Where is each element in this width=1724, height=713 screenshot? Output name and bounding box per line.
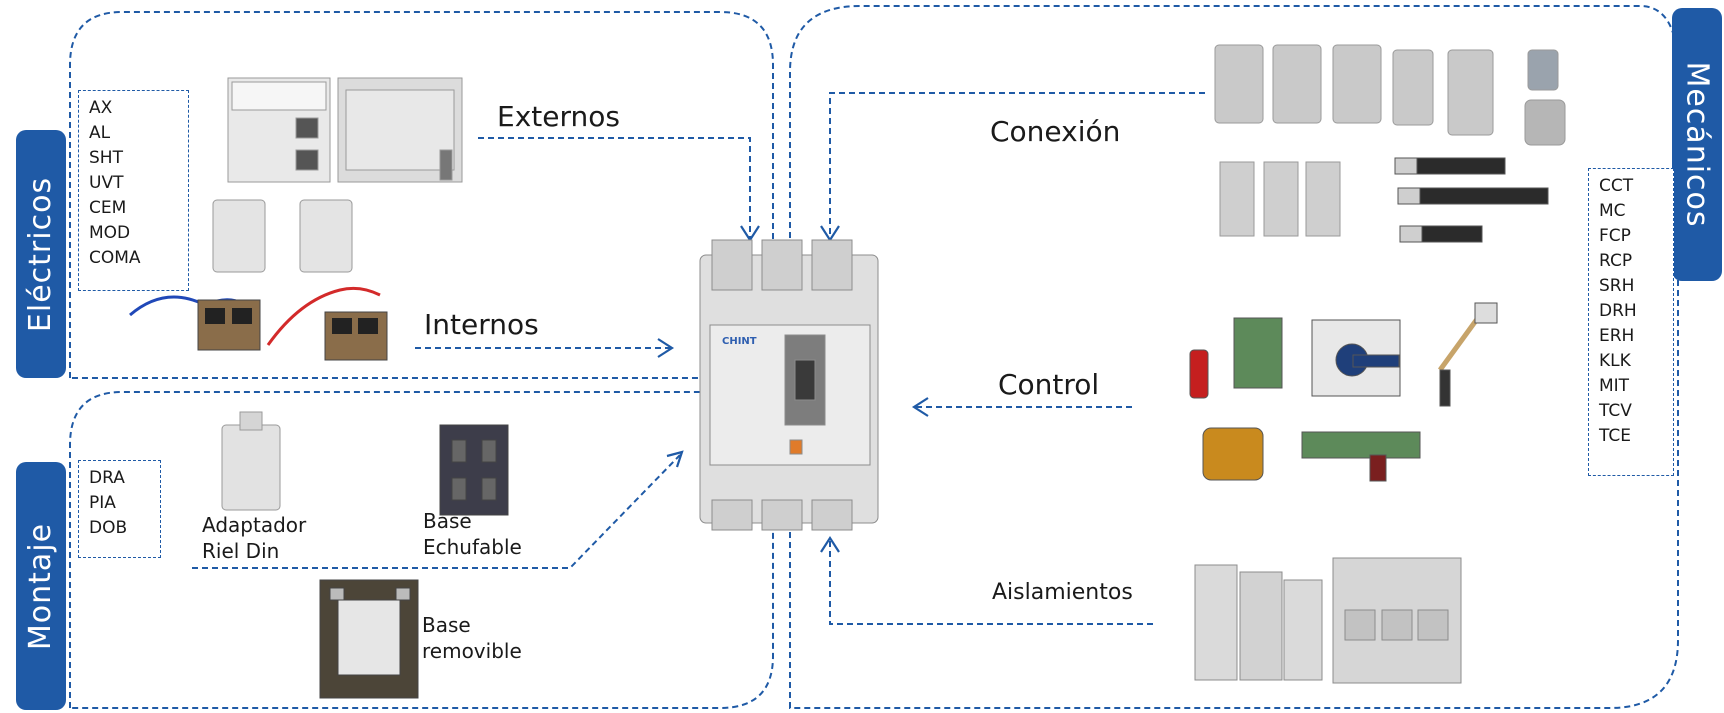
- code-item: COMA: [89, 248, 141, 268]
- code-item: AX: [89, 98, 113, 118]
- code-item: KLK: [1599, 351, 1631, 371]
- conexion-arrow: [829, 92, 1205, 238]
- montaje-code-list: DRA PIA DOB: [78, 460, 161, 558]
- montaje-title: Montaje: [23, 522, 59, 650]
- code-item: RCP: [1599, 251, 1633, 271]
- code-item: SRH: [1599, 276, 1635, 296]
- code-item: MOD: [89, 223, 131, 243]
- code-item: MC: [1599, 201, 1626, 221]
- internos-blue-wired-device: [129, 295, 261, 351]
- base-removible-line1: Base: [422, 613, 471, 637]
- aislamientos-label: Aislamientos: [992, 580, 1133, 605]
- internos-arrowhead: [657, 338, 675, 358]
- base-removible-line2: removible: [422, 639, 522, 663]
- main-breaker: [699, 239, 879, 531]
- aislamientos-arrowhead: [820, 535, 840, 553]
- code-item: TCE: [1599, 426, 1631, 446]
- montaje-arrow: [192, 454, 681, 569]
- breaker-brand-text: CHINT: [722, 336, 757, 347]
- externos-module-1: [227, 77, 331, 183]
- adaptador-label: Adaptador Riel Din: [202, 512, 306, 564]
- code-item: SHT: [89, 148, 123, 168]
- mecanicos-title: Mecánicos: [1679, 61, 1715, 228]
- externos-arrow: [478, 137, 751, 238]
- code-item: DOB: [89, 518, 128, 538]
- code-item: FCP: [1599, 226, 1631, 246]
- montaje-arrowhead: [666, 450, 684, 468]
- internos-red-wired-device: [266, 286, 388, 361]
- code-item: DRA: [89, 468, 125, 488]
- control-handles: [1189, 302, 1498, 482]
- base-echufable-line1: Base: [423, 509, 472, 533]
- code-item: CEM: [89, 198, 127, 218]
- electricos-tab: Eléctricos: [16, 130, 66, 378]
- internos-label: Internos: [424, 308, 539, 341]
- control-label: Control: [998, 368, 1100, 401]
- adaptador-line1: Adaptador: [202, 513, 307, 537]
- code-item: UVT: [89, 173, 124, 193]
- base-echufable-picture: [439, 424, 509, 516]
- control-arrowhead: [911, 397, 929, 417]
- montaje-tab: Montaje: [16, 462, 66, 710]
- code-item: ERH: [1599, 326, 1635, 346]
- base-echufable-line2: Echufable: [423, 535, 522, 559]
- electricos-code-list: AX AL SHT UVT CEM MOD COMA: [78, 90, 189, 291]
- code-item: CCT: [1599, 176, 1634, 196]
- code-item: MIT: [1599, 376, 1630, 396]
- internos-aux-contacts: [212, 199, 353, 273]
- externos-module-2: [337, 77, 463, 183]
- conexion-terminals-row1: [1214, 44, 1566, 146]
- base-removible-label: Base removible: [422, 612, 522, 664]
- aislamientos-barriers: [1194, 557, 1462, 684]
- conexion-bars: [1394, 157, 1549, 243]
- code-item: DRH: [1599, 301, 1637, 321]
- code-item: TCV: [1599, 401, 1632, 421]
- externos-label: Externos: [497, 100, 620, 133]
- montaje-frame: [69, 391, 774, 709]
- aislamientos-arrow: [829, 540, 1153, 625]
- mecanicos-code-list: CCT MC FCP RCP SRH DRH ERH KLK MIT TCV T…: [1588, 168, 1674, 476]
- conexion-label: Conexión: [990, 115, 1121, 148]
- code-item: PIA: [89, 493, 116, 513]
- adaptador-line2: Riel Din: [202, 539, 280, 563]
- electricos-title: Eléctricos: [23, 176, 59, 332]
- conexion-terminals-row2: [1219, 161, 1341, 237]
- code-item: AL: [89, 123, 111, 143]
- mecanicos-tab: Mecánicos: [1672, 8, 1722, 281]
- base-echufable-label: Base Echufable: [423, 508, 522, 560]
- electricos-frame: [69, 11, 774, 379]
- mecanicos-frame: [789, 5, 1679, 709]
- base-removible-picture: [319, 579, 419, 699]
- adaptador-riel-din-picture: [221, 411, 281, 511]
